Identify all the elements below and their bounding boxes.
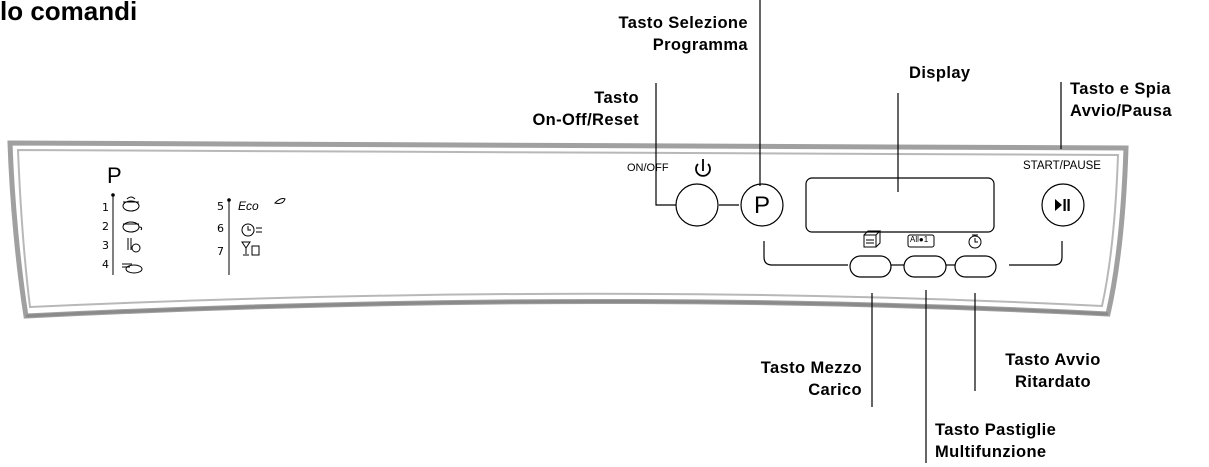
leader-on-off: [655, 83, 676, 206]
on-off-button: [675, 183, 719, 227]
display-screen: [805, 177, 995, 233]
program-number: 1: [102, 201, 109, 214]
eco-label: Eco: [238, 199, 259, 213]
callout-multi-tablets: Tasto Pastiglie Multifunzione: [935, 421, 1057, 461]
program-number: 5: [217, 200, 224, 213]
on-off-label: ON/OFF: [627, 162, 669, 174]
callout-display: Display: [909, 64, 971, 82]
panel-outline-outer: [7, 140, 1129, 319]
multi-tablets-button: [903, 255, 947, 278]
start-pause-button: [1041, 183, 1085, 227]
multi-tablets-icon: [907, 234, 935, 248]
delay-start-button: [954, 255, 997, 278]
program-6-icon: [241, 223, 262, 237]
multi-tablets-icon-text: All●1: [910, 235, 929, 244]
program-letter: P: [107, 163, 122, 188]
half-load-icon: [863, 230, 882, 248]
program-number: 3: [102, 239, 109, 252]
panel-outline-inner: [16, 148, 1120, 309]
delay-timer-icon: [968, 234, 982, 249]
half-load-button: [849, 255, 892, 278]
program-4-icon: [122, 263, 143, 274]
callout-start-pause: Tasto e Spia Avvio/Pausa: [1070, 80, 1172, 120]
panel-bottom-shade: [25, 299, 1109, 318]
callout-delay-start: Tasto Avvio Ritardato: [1005, 351, 1101, 391]
program-7-icon: [241, 241, 260, 256]
page-title: lo comandi: [0, 0, 138, 26]
program-3-icon: [127, 238, 141, 253]
option-bracket-left: [763, 241, 848, 266]
option-bracket-right: [1009, 241, 1063, 266]
power-icon: [695, 159, 711, 177]
program-2-icon: [122, 221, 143, 233]
program-number: 6: [217, 222, 224, 235]
program-button-letter: P: [753, 192, 770, 219]
start-pause-label: START/PAUSE: [1023, 160, 1101, 172]
program-select-button: [740, 183, 784, 227]
program-number: 4: [102, 258, 109, 271]
callout-on-off: Tasto On-Off/Reset: [532, 89, 639, 129]
program-number: 2: [102, 220, 109, 233]
play-pause-icon: [1055, 199, 1070, 211]
callout-program-select: Tasto Selezione Programma: [618, 14, 748, 54]
program-1-icon: [122, 196, 140, 212]
program-number: 7: [217, 245, 224, 258]
eco-leaf-icon: [274, 198, 286, 204]
callout-half-load: Tasto Mezzo Carico: [760, 359, 862, 399]
